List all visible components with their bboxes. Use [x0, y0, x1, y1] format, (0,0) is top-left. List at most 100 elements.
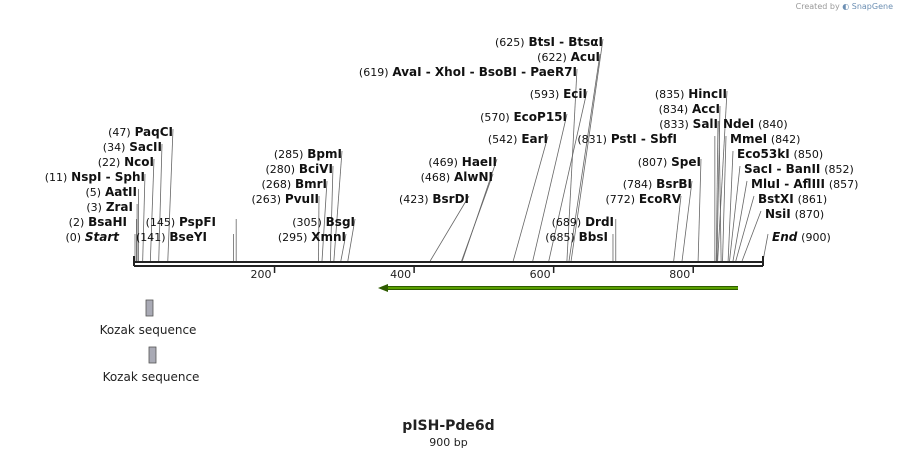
restriction-site-label[interactable]: (685) BbsI [545, 230, 608, 244]
restriction-site-label[interactable]: SacI - BanII (852) [744, 162, 854, 176]
site-name: BmrI [295, 177, 327, 191]
site-name: BbsI [579, 230, 608, 244]
site-name: BsaHI [88, 215, 127, 229]
restriction-site-label[interactable]: (11) NspI - SphI [45, 170, 145, 184]
site-leader [347, 218, 356, 262]
site-name: BpmI [307, 147, 342, 161]
site-position: (857) [829, 178, 859, 191]
restriction-site-label[interactable]: (423) BsrDI [399, 192, 469, 206]
site-name: SacII [129, 140, 162, 154]
site-position: (0) [65, 231, 81, 244]
site-position: (807) [638, 156, 668, 169]
site-leader [715, 120, 719, 262]
site-position: (570) [480, 111, 510, 124]
restriction-site-label[interactable]: (268) BmrI [262, 177, 327, 191]
restriction-site-label[interactable]: (0) Start [65, 230, 120, 244]
restriction-site-label[interactable]: (145) PspFI [146, 215, 216, 229]
restriction-site-label[interactable]: (542) EarI [488, 132, 548, 146]
plasmid-name: pISH-Pde6d [402, 418, 495, 434]
site-position: (852) [824, 163, 854, 176]
restriction-site-label[interactable]: (141) BseYI [136, 230, 207, 244]
site-leader [566, 68, 578, 262]
restriction-site-label[interactable]: (22) NcoI [98, 155, 154, 169]
restriction-site-label[interactable]: (593) EciI [530, 87, 587, 101]
site-leader [461, 158, 498, 262]
restriction-site-label[interactable]: MluI - AflIII (857) [751, 177, 858, 191]
site-leader [149, 158, 155, 262]
site-leader [741, 210, 762, 262]
site-position: (593) [530, 88, 560, 101]
kozak-feature-1[interactable]: Kozak sequence [100, 299, 197, 337]
restriction-site-label[interactable]: NsiI (870) [765, 207, 824, 221]
restriction-site-label[interactable]: Eco53kI (850) [737, 147, 823, 161]
site-position: (622) [537, 51, 567, 64]
site-position: (295) [278, 231, 308, 244]
site-position: (834) [659, 103, 689, 116]
restriction-site-label[interactable]: (47) PaqCI [108, 125, 173, 139]
site-leader [735, 195, 755, 262]
restriction-site-label[interactable]: (622) AcuI [537, 50, 600, 64]
restriction-site-label[interactable]: BstXI (861) [758, 192, 827, 206]
restriction-site-label[interactable]: End (900) [772, 230, 831, 244]
restriction-site-label[interactable]: (833) SalI [659, 117, 718, 131]
credit-brand: SnapGene [851, 2, 893, 11]
site-name: MluI - AflIII [751, 177, 825, 191]
site-leader [329, 165, 334, 262]
site-leader [718, 120, 722, 262]
restriction-site-label[interactable]: MmeI (842) [730, 132, 800, 146]
restriction-site-label[interactable]: (285) BpmI [274, 147, 342, 161]
kozak-feature-2[interactable]: Kozak sequence [103, 346, 200, 384]
restriction-site-label[interactable]: (625) BtsI - BtsαI [495, 35, 603, 49]
site-leader [697, 158, 702, 262]
site-name: PspFI [179, 215, 216, 229]
kozak-feature-2-label: Kozak sequence [103, 370, 200, 384]
site-name: BstXI [758, 192, 794, 206]
restriction-site-label[interactable]: (3) ZraI [86, 200, 133, 214]
restriction-site-label[interactable]: (835) HincII [655, 87, 727, 101]
site-name: BsrDI [432, 192, 469, 206]
restriction-site-label[interactable]: (831) PstI - SbfI [577, 132, 677, 146]
restriction-site-label[interactable]: (468) AlwNI [421, 170, 493, 184]
ruler-tick-label: 800 [669, 268, 690, 281]
restriction-site-label[interactable]: (834) AccI [659, 102, 720, 116]
site-position: (542) [488, 133, 518, 146]
restriction-site-label[interactable]: (784) BsrBI [623, 177, 692, 191]
restriction-site-label[interactable]: (807) SpeI [638, 155, 701, 169]
site-position: (285) [274, 148, 304, 161]
site-leader-lines [134, 38, 769, 262]
site-position: (842) [771, 133, 801, 146]
restriction-site-label[interactable]: NdeI (840) [723, 117, 788, 131]
site-leader [732, 180, 748, 262]
site-name: NsiI [765, 207, 791, 221]
site-name: EarI [521, 132, 548, 146]
site-leader [321, 180, 328, 262]
site-position: (900) [801, 231, 831, 244]
site-name: HincII [688, 87, 727, 101]
restriction-site-label[interactable]: (619) AvaI - XhoI - BsoBI - PaeR7I [359, 65, 577, 79]
restriction-site-label[interactable]: (34) SacII [103, 140, 162, 154]
snapgene-logo: ◐ SnapGene [842, 2, 893, 11]
site-leader [158, 143, 163, 262]
site-leader [673, 195, 682, 262]
site-name: BsgI [326, 215, 355, 229]
site-name: DrdI [585, 215, 614, 229]
restriction-site-label[interactable]: (2) BsaHI [69, 215, 127, 229]
site-position: (268) [262, 178, 292, 191]
restriction-site-label[interactable]: (305) BsgI [292, 215, 355, 229]
site-leader [142, 173, 146, 262]
restriction-site-label[interactable]: (469) HaeII [428, 155, 497, 169]
restriction-site-label[interactable]: (772) EcoRV [605, 192, 681, 206]
restriction-site-label[interactable]: (280) BciVI [265, 162, 333, 176]
restriction-site-label[interactable]: (295) XmnI [278, 230, 346, 244]
site-leader [167, 128, 174, 262]
restriction-site-label[interactable]: (570) EcoP15I [480, 110, 567, 124]
site-leader [570, 38, 604, 262]
site-position: (835) [655, 88, 685, 101]
restriction-site-label[interactable]: (689) DrdI [552, 215, 614, 229]
ruler-tick-label: 600 [530, 268, 551, 281]
restriction-site-label[interactable]: (5) AatII [86, 185, 137, 199]
restriction-site-label[interactable]: (263) PvuII [251, 192, 319, 206]
feature-arrow[interactable] [378, 284, 738, 292]
